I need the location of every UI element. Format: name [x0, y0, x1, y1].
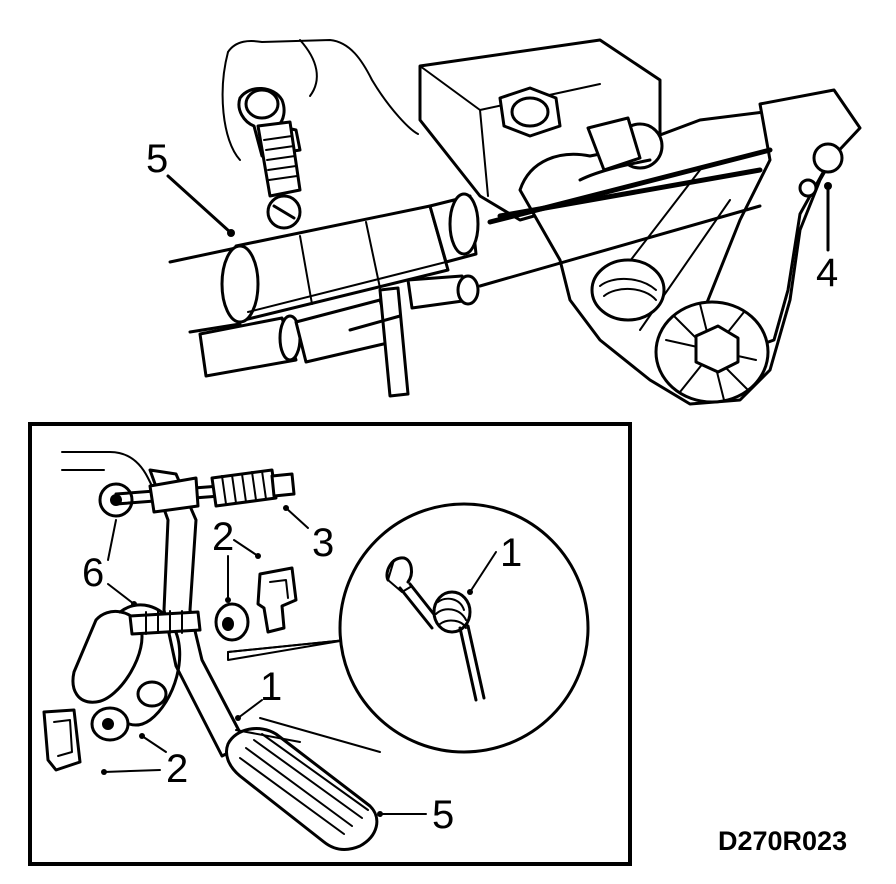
- lower-tube-body: [294, 298, 394, 364]
- body-outline-left: [221, 51, 241, 161]
- leader-grommet-dot: [131, 601, 137, 607]
- pedal-arm-hole-small: [798, 178, 818, 198]
- inset-illustration: [42, 451, 590, 851]
- upper-clip: [256, 566, 298, 634]
- bracket-hole: [244, 88, 280, 120]
- sleeve-shadow: [247, 261, 447, 313]
- callout-top-cable: 5: [146, 137, 168, 181]
- leader-bushing-upper-dot: [225, 597, 231, 603]
- upper-bushing-hole: [222, 617, 234, 631]
- callout-adjuster: 3: [312, 521, 334, 565]
- pedal-pad-ribs: [239, 733, 369, 835]
- leader-top-cable: [166, 174, 232, 234]
- upper-clip-slot: [269, 579, 289, 599]
- leader-clip-lower-dot: [101, 769, 107, 775]
- body-outline: [227, 39, 419, 135]
- sleeve-seams: [299, 221, 381, 305]
- cable-end-nose: [456, 274, 480, 306]
- cable-left-top: [168, 246, 238, 264]
- leader-spring-detail: [469, 551, 497, 593]
- clamp-screw-slot: [272, 204, 296, 220]
- leader-pedal-dot: [377, 811, 383, 817]
- leader-top-arm-dot: [824, 182, 832, 190]
- callout-clip-upper: 2: [212, 515, 234, 559]
- lower-tube: [198, 316, 298, 378]
- support-arm: [348, 314, 402, 332]
- callout-pedal: 5: [432, 793, 454, 837]
- bracket-plate: [586, 116, 642, 172]
- pivot-shaft-coils: [145, 610, 183, 635]
- inset-callouts: 6 3 2 1 1 2 5: [82, 505, 522, 837]
- leader-clip-upper-dot: [255, 553, 261, 559]
- housing-spring-turns: [599, 277, 657, 301]
- throttle-cable-lower: [478, 204, 762, 288]
- callout-spring-detail: 1: [500, 531, 522, 575]
- floor-line: [259, 717, 381, 753]
- spring-detail-coil-turns: [435, 597, 467, 629]
- spring-detail-leg-lower-2: [466, 624, 486, 700]
- housing-spring-coil: [590, 258, 666, 322]
- leader-adjuster-dot: [283, 505, 289, 511]
- adjuster-tip: [270, 472, 296, 498]
- mounting-box-edges: [419, 65, 601, 197]
- lower-clip-slot: [53, 719, 73, 757]
- lower-bushing-hole: [102, 718, 114, 730]
- leader-grommet-lower: [107, 583, 135, 605]
- hose-clamp-ribs: [263, 135, 298, 181]
- leader-spring-detail-dot: [467, 589, 473, 595]
- leader-clip-upper: [233, 539, 259, 557]
- pedal-arm-hole: [812, 142, 844, 174]
- spring-detail-hook-loop: [385, 556, 413, 584]
- drawing-code: D270R023: [718, 826, 847, 856]
- leader-grommet-upper: [107, 519, 117, 561]
- callout-grommet: 6: [82, 551, 104, 595]
- box-hex-bolt-face: [510, 96, 550, 128]
- callout-spring: 1: [260, 665, 282, 709]
- adjuster-threads: [221, 470, 267, 505]
- leader-bushing-lower-dot: [139, 733, 145, 739]
- top-callouts: 5 4: [146, 137, 838, 295]
- body-outline-inner: [299, 39, 318, 97]
- leader-top-cable-dot: [227, 229, 235, 237]
- support-post: [378, 286, 410, 398]
- pulley-hex-nut: [694, 324, 740, 374]
- lower-pivot-pin: [136, 680, 168, 708]
- pedal-top-bracket: [148, 476, 200, 514]
- spring-detail-leg-upper: [398, 586, 434, 630]
- leader-spring-dot: [235, 715, 241, 721]
- linkage-spring-loop: [114, 603, 182, 727]
- lower-clip: [42, 708, 82, 772]
- leader-clip-lower: [103, 769, 161, 773]
- floor-line-short: [235, 729, 301, 743]
- sleeve-end: [220, 244, 260, 324]
- callout-clip-lower: 2: [166, 747, 188, 791]
- spring-detail-hook: [387, 559, 413, 593]
- leader-spring: [237, 699, 263, 719]
- linkage-bracket-left: [71, 610, 144, 704]
- top-assembly-illustration: [168, 38, 862, 406]
- pivot-shaft: [128, 610, 202, 636]
- cable-left-bottom: [188, 322, 242, 334]
- callout-top-arm: 4: [816, 251, 838, 295]
- spring-detail-leg-lower: [458, 626, 478, 702]
- leader-bushing-lower: [141, 735, 167, 753]
- sleeve-nut: [448, 192, 480, 256]
- inset-frame: [28, 422, 632, 866]
- dash-outline: [61, 451, 157, 495]
- throttle-cable-mid: [497, 167, 763, 219]
- detail-pointer-line: [227, 639, 347, 653]
- leader-adjuster: [285, 507, 309, 529]
